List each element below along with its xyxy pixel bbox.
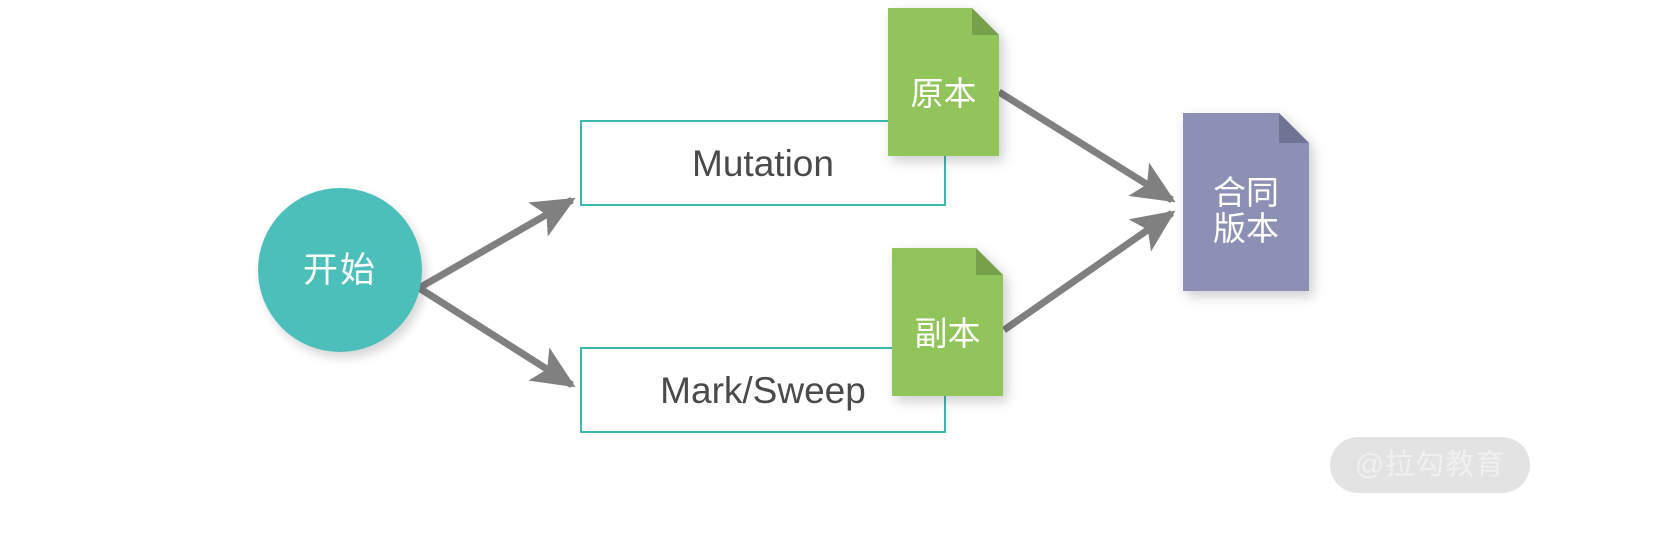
marksweep-box[interactable]: Mark/Sweep <box>580 347 946 433</box>
watermark-text: @拉勾教育 <box>1354 448 1506 481</box>
edge-copy-to-result <box>1001 210 1176 333</box>
result-document-node[interactable]: 合同 版本 <box>1183 113 1309 291</box>
start-node-label: 开始 <box>302 250 377 290</box>
marksweep-box-label: Mark/Sweep <box>660 369 866 411</box>
document-shape-icon <box>1183 113 1309 291</box>
mutation-box[interactable]: Mutation <box>580 120 946 206</box>
start-node[interactable]: 开始 <box>258 188 422 352</box>
document-shape-icon <box>888 8 999 156</box>
edge-start-to-marksweep <box>417 285 576 388</box>
edge-start-to-mutation <box>417 196 576 292</box>
mutation-box-label: Mutation <box>692 142 834 184</box>
document-shape-icon <box>892 248 1003 396</box>
watermark-badge: @拉勾教育 <box>1330 437 1530 493</box>
original-document-node[interactable]: 原本 <box>888 8 999 156</box>
copy-document-node[interactable]: 副本 <box>892 248 1003 396</box>
edge-original-to-result <box>997 89 1176 203</box>
